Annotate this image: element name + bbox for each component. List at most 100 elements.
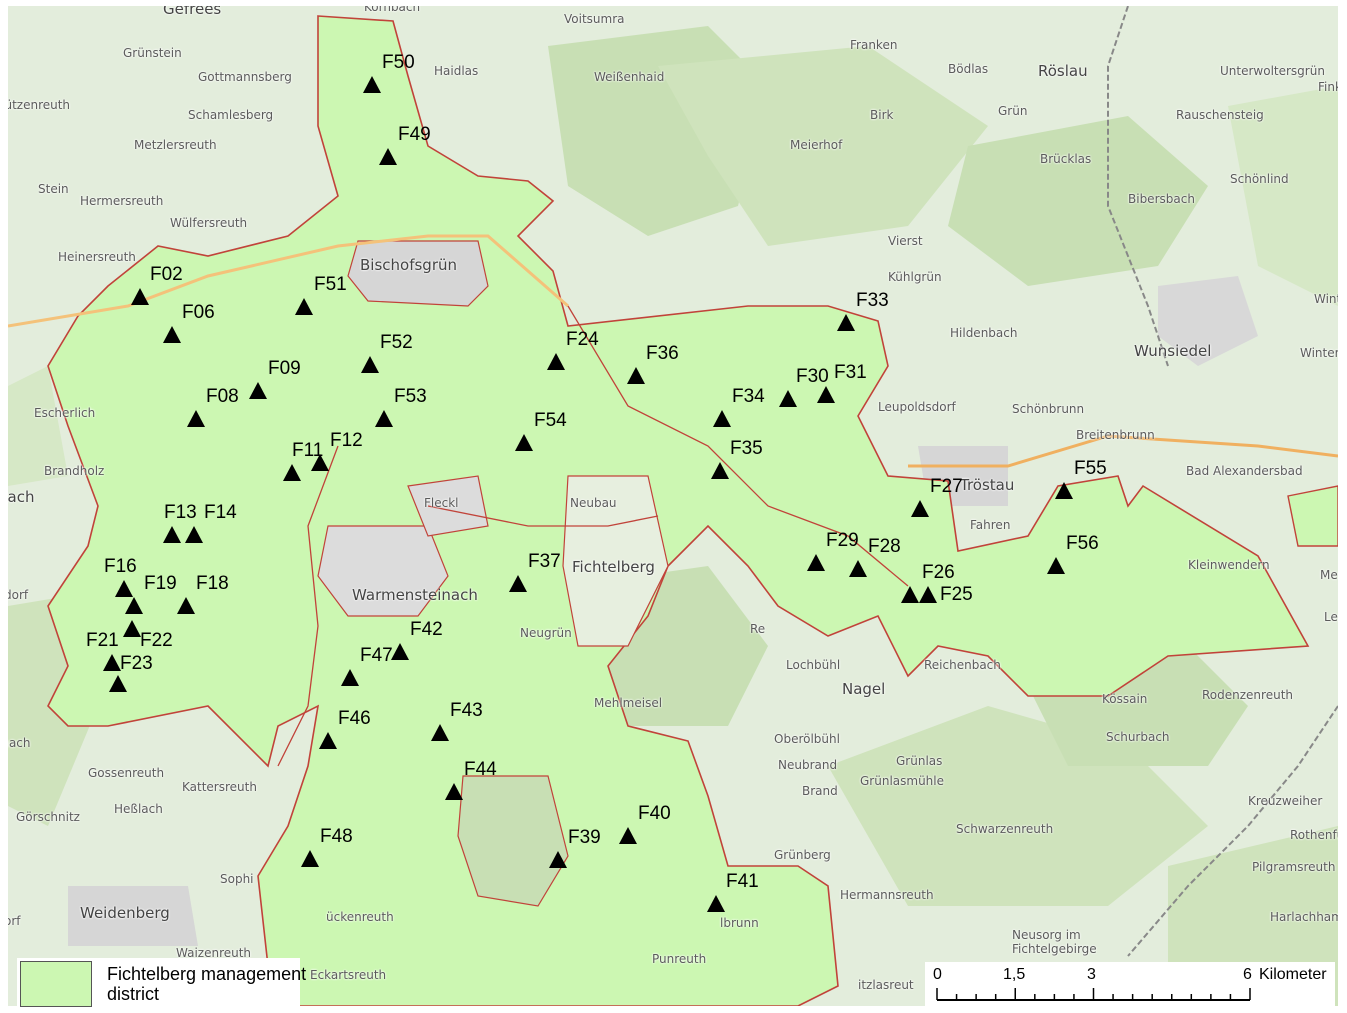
roads bbox=[8, 6, 1338, 957]
site-markers bbox=[103, 76, 1073, 912]
place-label-sophi: Sophi bbox=[220, 872, 254, 886]
site-marker-f24[interactable] bbox=[547, 353, 565, 370]
place-label-pilgramsreuth: Pilgramsreuth bbox=[1252, 860, 1336, 874]
site-label-f42: F42 bbox=[410, 619, 443, 640]
site-label-f12: F12 bbox=[330, 430, 363, 451]
site-marker-f48[interactable] bbox=[301, 850, 319, 867]
place-label-luetzenreuth: Lützenreuth bbox=[8, 98, 71, 112]
site-marker-f44[interactable] bbox=[445, 783, 463, 800]
place-label-leu: Leu bbox=[1324, 610, 1338, 624]
site-marker-f37[interactable] bbox=[509, 575, 527, 592]
site-marker-f47[interactable] bbox=[341, 669, 359, 686]
site-label-f54: F54 bbox=[534, 410, 567, 431]
site-marker-f19[interactable] bbox=[125, 597, 143, 614]
site-marker-f18[interactable] bbox=[177, 597, 195, 614]
site-marker-f13[interactable] bbox=[163, 526, 181, 543]
site-marker-f54[interactable] bbox=[515, 434, 533, 451]
place-label-mehlmeisel: Mehlmeisel bbox=[594, 696, 663, 710]
site-marker-f36[interactable] bbox=[627, 367, 645, 384]
site-marker-f30[interactable] bbox=[779, 390, 797, 407]
place-label-breitenbrunn: Breitenbrunn bbox=[1076, 428, 1155, 442]
site-marker-f46[interactable] bbox=[319, 732, 337, 749]
site-label-f33: F33 bbox=[856, 290, 889, 311]
site-marker-f31[interactable] bbox=[817, 386, 835, 403]
place-label-kuehlgruen: Kühlgrün bbox=[888, 270, 942, 284]
place-label-fleckl: Fleckl bbox=[424, 496, 459, 510]
site-marker-f41[interactable] bbox=[707, 895, 725, 912]
road-red bbox=[427, 505, 659, 527]
forest-patch bbox=[1228, 86, 1338, 306]
railway bbox=[1107, 6, 1169, 367]
site-marker-f39[interactable] bbox=[549, 851, 567, 868]
place-label-schoenbrunn: Schönbrunn bbox=[1012, 402, 1085, 416]
site-marker-f35[interactable] bbox=[711, 462, 729, 479]
road-major bbox=[908, 434, 1338, 468]
site-marker-f53[interactable] bbox=[375, 410, 393, 427]
site-marker-f02[interactable] bbox=[131, 288, 149, 305]
place-label-rodenzenreuth: Rodenzenreuth bbox=[1202, 688, 1294, 702]
site-marker-f09[interactable] bbox=[249, 382, 267, 399]
place-label-me: Me bbox=[1320, 568, 1338, 582]
place-label-franken: Franken bbox=[850, 38, 898, 52]
place-label-fahren: Fahren bbox=[970, 518, 1011, 532]
road-red bbox=[567, 305, 909, 587]
site-marker-f29[interactable] bbox=[807, 554, 825, 571]
site-marker-f28[interactable] bbox=[849, 560, 867, 577]
site-marker-f26[interactable] bbox=[901, 586, 919, 603]
site-marker-f22[interactable] bbox=[123, 620, 141, 637]
place-label-koessain: Kössain bbox=[1102, 692, 1148, 706]
site-label-f31: F31 bbox=[834, 362, 867, 383]
place-label-stein: Stein bbox=[38, 182, 69, 196]
place-label-gottmannsberg: Gottmannsberg bbox=[198, 70, 292, 84]
place-label-inach: inach bbox=[8, 736, 31, 750]
site-marker-f25[interactable] bbox=[919, 586, 937, 603]
site-marker-f49[interactable] bbox=[379, 148, 397, 165]
site-marker-f42[interactable] bbox=[391, 643, 409, 660]
site-marker-f23[interactable] bbox=[109, 675, 127, 692]
site-marker-f06[interactable] bbox=[163, 326, 181, 343]
site-marker-f51[interactable] bbox=[295, 298, 313, 315]
place-label-wint: Wint bbox=[1314, 292, 1338, 306]
site-label-f29: F29 bbox=[826, 530, 859, 551]
site-label-f53: F53 bbox=[394, 386, 427, 407]
place-label-eckartsreuth: Eckartsreuth bbox=[310, 968, 387, 982]
site-label-f08: F08 bbox=[206, 386, 239, 407]
place-label-schamlesberg: Schamlesberg bbox=[188, 108, 274, 122]
place-label-bad-alexandersbad: Bad Alexandersbad bbox=[1186, 464, 1303, 478]
site-marker-f33[interactable] bbox=[837, 314, 855, 331]
site-marker-f14[interactable] bbox=[185, 526, 203, 543]
place-label-gefrees: Gefrees bbox=[163, 6, 222, 18]
place-label-haidlas: Haidlas bbox=[434, 64, 479, 78]
place-label-goerschnitz: Görschnitz bbox=[16, 810, 80, 824]
place-label-gruen: Grün bbox=[998, 104, 1028, 118]
site-marker-f12[interactable] bbox=[311, 454, 329, 471]
site-marker-f43[interactable] bbox=[431, 724, 449, 741]
site-marker-f50[interactable] bbox=[363, 76, 381, 93]
place-label-neubrand: Neubrand bbox=[778, 758, 838, 772]
site-marker-f34[interactable] bbox=[713, 410, 731, 427]
site-marker-f52[interactable] bbox=[361, 356, 379, 373]
site-label-f39: F39 bbox=[568, 827, 601, 848]
site-label-f40: F40 bbox=[638, 803, 671, 824]
scale-unit: Kilometer bbox=[1259, 966, 1327, 983]
place-label-gruenstein: Grünstein bbox=[123, 46, 182, 60]
site-marker-f56[interactable] bbox=[1047, 557, 1065, 574]
site-marker-f55[interactable] bbox=[1055, 482, 1073, 499]
site-label-f27: F27 bbox=[930, 476, 963, 497]
site-marker-f11[interactable] bbox=[283, 464, 301, 481]
place-label-winter: Winter bbox=[1300, 346, 1338, 360]
place-label-hermannsreuth: Hermannsreuth bbox=[840, 888, 934, 902]
place-label-gruenlasmuehle: Grünlasmühle bbox=[860, 774, 944, 788]
site-marker-f40[interactable] bbox=[619, 827, 637, 844]
site-label-f09: F09 bbox=[268, 358, 301, 379]
town-area bbox=[68, 886, 198, 946]
site-marker-f08[interactable] bbox=[187, 410, 205, 427]
place-label-bruecklas: Brücklas bbox=[1040, 152, 1092, 166]
site-label-f30: F30 bbox=[796, 366, 829, 387]
site-marker-f16[interactable] bbox=[115, 580, 133, 597]
site-marker-f27[interactable] bbox=[911, 500, 929, 517]
place-label-brand: Brand bbox=[802, 784, 838, 798]
site-marker-f21[interactable] bbox=[103, 654, 121, 671]
place-label-leupoldsdorf: Leupoldsdorf bbox=[878, 400, 956, 414]
